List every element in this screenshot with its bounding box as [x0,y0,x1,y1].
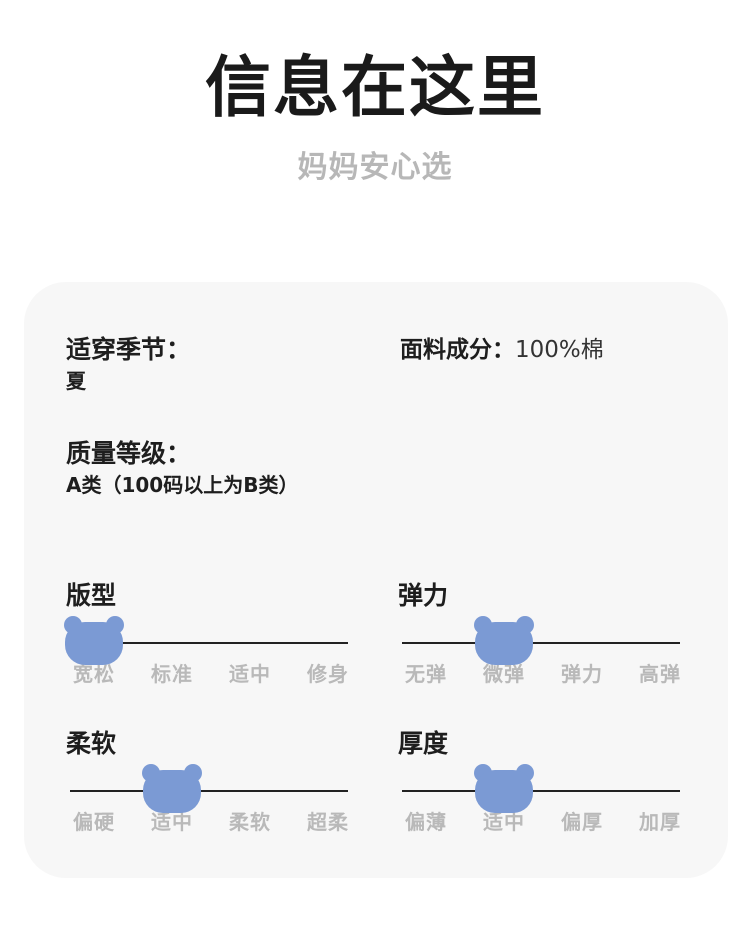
page-title: 信息在这里 [205,49,545,126]
season-label: 适穿季节： [66,335,192,364]
scale-option: 弹力 [561,662,603,686]
scale-options: 偏硬 适中 柔软 超柔 [66,808,348,836]
scale-elasticity: 弹力 无弹微弹弹力高弹 [398,580,680,690]
scale-option: 修身 [307,662,349,686]
grade-value: A类（100码以上为B类） [66,473,299,497]
scale-option: 适中 [151,810,193,834]
page-subtitle: 妈妈安心选 [297,150,453,185]
scale-option: 偏厚 [561,810,603,834]
scale-softness: 柔软 偏硬适中柔软超柔 [66,728,348,838]
scale-options: 无弹 微弹 弹力 高弹 [398,660,680,688]
scale-option: 柔软 [229,810,271,834]
scale-options: 偏薄 适中 偏厚 加厚 [398,808,680,836]
scale-fit: 版型 宽松 标准 适中 修身 [64,580,348,690]
info-card: 适穿季节： 夏 面料成分：100%棉 质量等级： A类（100码以上为B类） 版… [24,282,728,878]
fabric-info: 面料成分：100%棉 [400,334,604,366]
scale-track [402,790,680,792]
scale-options: 宽松 标准 适中 修身 [66,660,348,688]
scale-track [70,642,348,644]
scale-option: 偏薄 [405,810,447,834]
season-value: 夏 [66,369,86,393]
bear-head-indicator-icon [474,616,534,665]
scale-option: 加厚 [639,810,681,834]
scale-option: 无弹 [405,662,447,686]
scale-option: 高弹 [639,662,681,686]
scale-title: 厚度 [398,729,449,758]
fabric-value: 100%棉 [515,337,604,363]
scale-option: 宽松 [73,662,115,686]
fabric-label: 面料成分： [400,337,515,363]
scale-option: 偏硬 [73,810,115,834]
scale-track [402,642,680,644]
bear-head-indicator-icon [142,764,202,813]
scale-option: 适中 [229,662,271,686]
scale-title: 版型 [66,581,117,610]
scale-title: 柔软 [66,729,117,758]
scale-option: 适中 [483,810,525,834]
scale-thickness: 厚度 偏薄 适中 偏厚 加厚 [398,728,680,838]
grade-label: 质量等级： [66,439,192,468]
scale-option: 微弹 [483,662,525,686]
scale-option: 超柔 [307,810,349,834]
bear-head-indicator-icon [64,616,124,665]
scale-title: 弹力 [398,581,449,610]
scale-option: 标准 [151,662,193,686]
scale-track [70,790,348,792]
bear-head-indicator-icon [474,764,534,813]
